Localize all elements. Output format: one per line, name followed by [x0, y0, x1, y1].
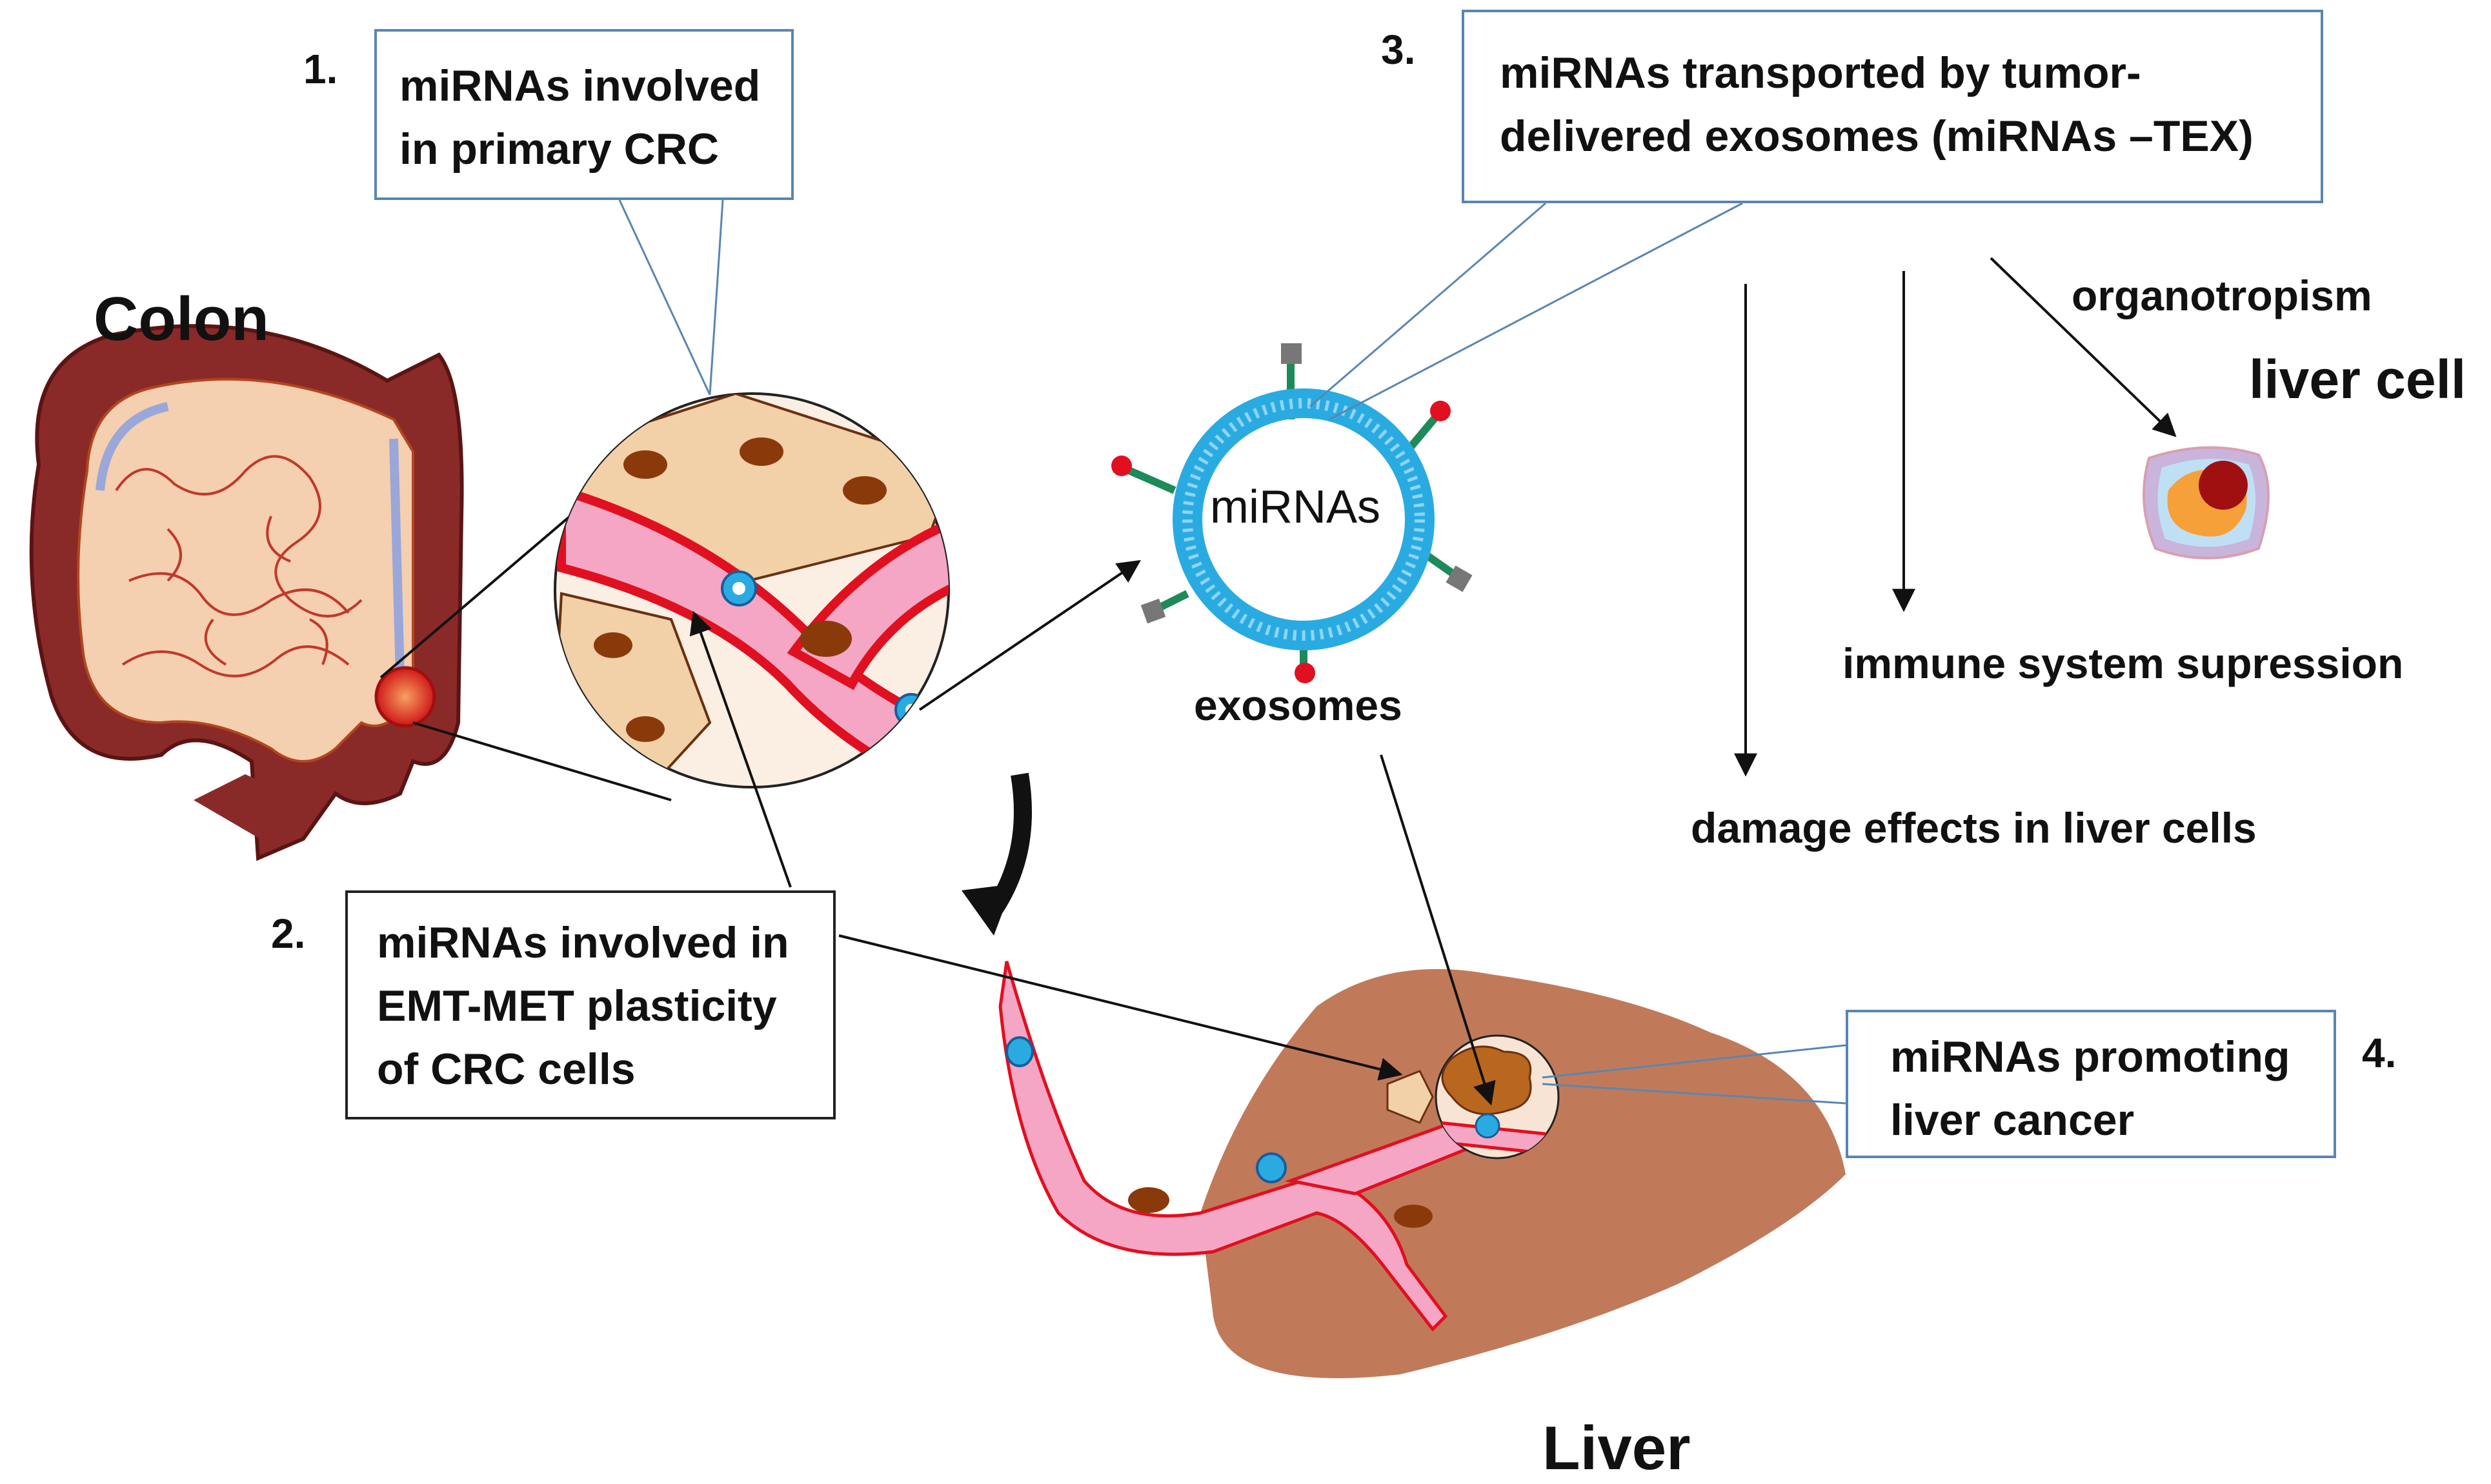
step-2-number: 2.	[271, 910, 306, 957]
step-4-number: 4.	[2362, 1030, 2397, 1076]
step-2-line-1: miRNAs involved in	[377, 918, 789, 967]
tumor-magnified-view	[554, 392, 950, 788]
exosome-core-label: miRNAs	[1210, 481, 1380, 533]
step-3-number: 3.	[1381, 26, 1416, 73]
exosome-illustration	[1111, 343, 1473, 683]
liver-cell-illustration	[2143, 446, 2270, 559]
organotropism-label: organotropism	[2072, 272, 2372, 319]
colon-illustration	[29, 324, 464, 861]
step-2-line-3: of CRC cells	[377, 1045, 636, 1094]
colon-label: Colon	[94, 285, 269, 354]
step-4-line-2: liver cancer	[1890, 1096, 2135, 1145]
step-1-number: 1.	[303, 46, 338, 92]
step-2-box: miRNAs involved in EMT-MET plasticity of…	[345, 890, 836, 1119]
step-3-line-2: delivered exosomes (miRNAs –TEX)	[1500, 112, 2254, 161]
step-2-line-2: EMT-MET plasticity	[377, 981, 777, 1030]
immune-suppression-label: immune system supression	[1842, 639, 2404, 687]
liver-illustration	[998, 961, 1846, 1378]
step-4-line-1: miRNAs promoting	[1890, 1032, 2290, 1081]
exosomes-label: exosomes	[1194, 681, 1402, 729]
step-3-box: miRNAs transported by tumor- delivered e…	[1462, 10, 2323, 203]
liver-cell-label: liver cell	[2249, 349, 2466, 410]
liver-label: Liver	[1542, 1414, 1691, 1483]
step-1-box: miRNAs involved in primary CRC	[374, 29, 794, 200]
step-1-line-1: miRNAs involved	[399, 61, 761, 110]
step-4-box: miRNAs promoting liver cancer	[1846, 1010, 2336, 1158]
step-3-line-1: miRNAs transported by tumor-	[1500, 48, 2141, 97]
step-1-line-2: in primary CRC	[399, 125, 719, 174]
liver-damage-label: damage effects in liver cells	[1691, 804, 2257, 852]
